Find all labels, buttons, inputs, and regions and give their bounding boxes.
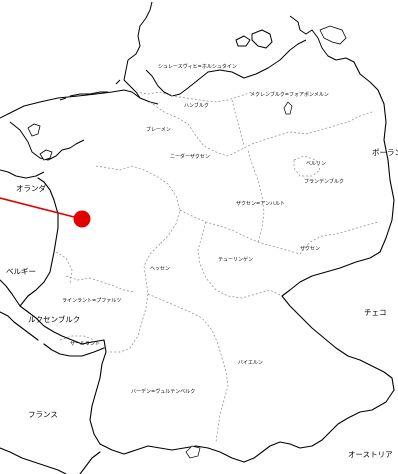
label-hamburg: ハンブルク [184,102,209,109]
label-austria: オーストリア [348,450,393,459]
label-bavaria: バイエルン [238,360,263,366]
label-saxony: ザクセン [300,246,320,252]
label-netherlands: オランダ [16,183,46,193]
label-bremen: ブレーメン [146,126,171,133]
label-saxony-anhalt: ザクセン=アンハルト [236,201,285,207]
label-berlin: ベルリン [306,161,326,167]
label-saarland: ザールラント [70,341,100,347]
marker-pointer-line [0,197,83,220]
coastlines [0,1,355,179]
country-borders [0,61,395,474]
label-czech: チェコ [364,308,387,317]
country-labels: オランダ ポーランド ベルギー ルクセンブルク チェコ フランス オーストリア [6,148,398,459]
label-schleswig-holstein: シュレースヴィヒ=ホルシュタイン [158,63,237,70]
label-france: フランス [28,410,58,419]
label-rhineland-palatinate: ラインラント=プファルツ [62,298,121,304]
label-baden-wurttemberg: バーデン=ヴュルテンベルク [131,388,195,395]
label-brandenburg: ブランデンブルク [304,178,344,185]
label-hesse: ヘッセン [150,266,170,272]
lakes [185,101,293,459]
label-luxembourg: ルクセンブルク [28,314,80,324]
label-thuringia: テューリンゲン [218,256,253,263]
label-mecklenburg-vorpommern: メクレンブルク=フォアポンメルン [250,91,329,98]
label-lower-saxony: ニーダーザクセン [170,153,210,160]
marker-dot[interactable] [73,210,91,228]
location-marker[interactable] [0,197,91,228]
label-poland: ポーランド [372,148,398,157]
label-belgium: ベルギー [6,267,36,276]
state-borders [55,91,379,443]
state-labels: シュレースヴィヒ=ホルシュタイン ハンブルク メクレンブルク=フォアポンメルン … [62,63,344,395]
